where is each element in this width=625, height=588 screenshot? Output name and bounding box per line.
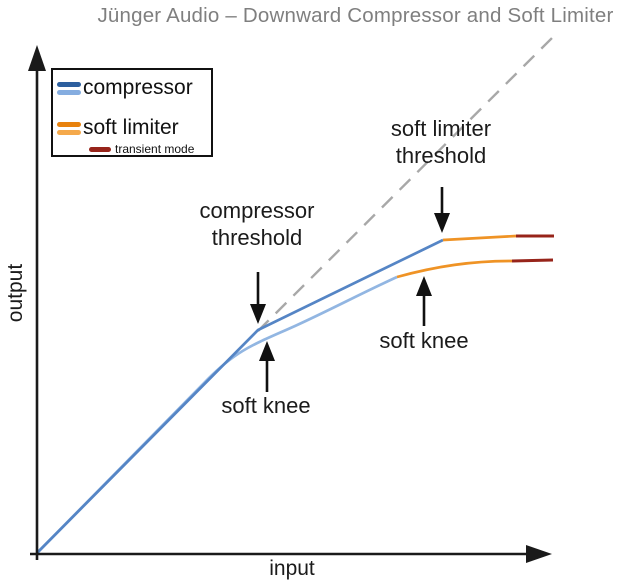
soft-limiter-threshold-label: soft limiter threshold bbox=[390, 116, 492, 168]
soft-limiter-threshold-arrow-icon bbox=[434, 187, 450, 233]
soft-knee-left-arrow-icon bbox=[259, 341, 275, 392]
compressor-curve bbox=[36, 238, 444, 554]
soft-knee-left-label: soft knee bbox=[221, 393, 311, 418]
soft-limiter-curve bbox=[442, 234, 517, 242]
legend-label-soft-limiter: soft limiter bbox=[83, 116, 179, 139]
soft-knee-right-arrow-icon bbox=[416, 276, 432, 326]
legend-label-transient-mode: transient mode bbox=[115, 142, 195, 156]
legend-item-compressor: compressor bbox=[57, 76, 193, 100]
unity-gain-dashed-line bbox=[257, 33, 557, 332]
legend-label-compressor: compressor bbox=[83, 76, 193, 99]
y-axis-label: output bbox=[4, 263, 27, 323]
legend-item-soft-limiter: soft limiter bbox=[57, 116, 179, 140]
legend-item-transient-mode: transient mode bbox=[89, 142, 194, 156]
x-axis-label: input bbox=[269, 557, 315, 580]
compressor-threshold-label: compressor threshold bbox=[199, 198, 315, 250]
soft-limiter-swatch-icon bbox=[57, 121, 81, 135]
y-axis-arrowhead-icon bbox=[28, 45, 46, 71]
x-axis-arrowhead-icon bbox=[526, 545, 552, 563]
compressor-swatch-icon bbox=[57, 81, 81, 95]
transient-mode-segment-lower bbox=[511, 258, 554, 263]
soft-limiter-soft-knee-curve bbox=[396, 259, 513, 279]
chart-title: Jünger Audio – Downward Compressor and S… bbox=[97, 4, 614, 27]
soft-knee-right-label: soft knee bbox=[379, 328, 469, 353]
compressor-threshold-arrow-icon bbox=[250, 272, 266, 324]
transient-mode-swatch-icon bbox=[89, 146, 111, 152]
legend-box: compressor soft limiter transient mode bbox=[51, 68, 213, 157]
